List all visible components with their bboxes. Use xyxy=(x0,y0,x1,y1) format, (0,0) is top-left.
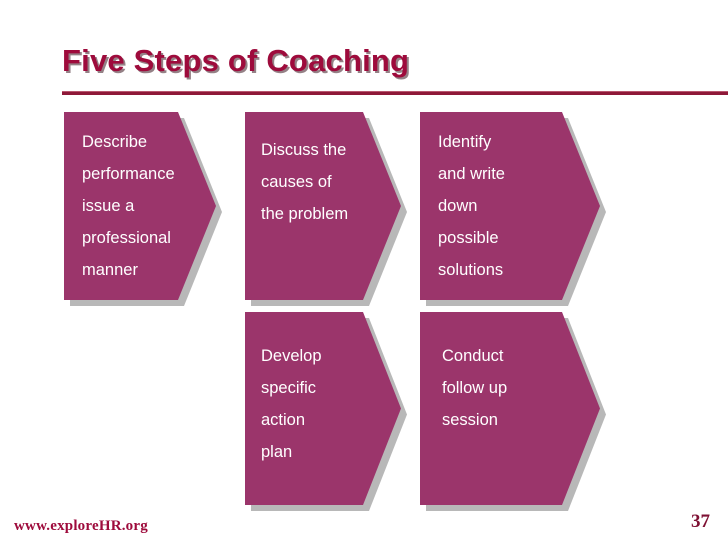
slide-page-number: 37 xyxy=(691,511,710,532)
step-4-line-2: specific xyxy=(261,379,317,397)
step-chevron-3[interactable]: Identify and write down possible solutio… xyxy=(420,112,600,300)
step-2-line-3: the problem xyxy=(261,205,349,223)
step-1-line-1: Describe xyxy=(82,133,148,151)
step-2-text: Discuss the causes of the problem xyxy=(245,112,401,300)
step-chevron-2[interactable]: Discuss the causes of the problem xyxy=(245,112,401,300)
step-3-line-2: and write xyxy=(438,165,505,183)
step-1-text: Describe performance issue a professiona… xyxy=(64,112,216,300)
step-5-text: Conduct follow up session xyxy=(420,312,600,505)
chevron-body xyxy=(420,312,600,505)
step-4-line-1: Develop xyxy=(261,347,322,365)
step-chevron-1[interactable]: Describe performance issue a professiona… xyxy=(64,112,216,300)
step-3-line-5: solutions xyxy=(438,261,504,279)
step-4-text: Develop specific action plan xyxy=(245,312,401,505)
step-3-text: Identify and write down possible solutio… xyxy=(420,112,600,300)
step-3-line-4: possible xyxy=(438,229,499,247)
step-3-line-3: down xyxy=(438,197,478,215)
step-1-line-4: professional xyxy=(82,229,171,247)
step-2-line-2: causes of xyxy=(261,173,332,191)
step-5-line-1: Conduct xyxy=(442,347,504,365)
step-5-line-2: follow up xyxy=(442,379,508,397)
step-4-line-3: action xyxy=(261,411,306,429)
chevron-body xyxy=(420,112,600,300)
step-1-line-2: performance xyxy=(82,165,175,183)
step-chevron-5[interactable]: Conduct follow up session xyxy=(420,312,600,505)
step-3-line-1: Identify xyxy=(438,133,492,151)
step-1-line-3: issue a xyxy=(82,197,135,215)
step-chevron-4[interactable]: Develop specific action plan xyxy=(245,312,401,505)
step-5-line-3: session xyxy=(442,411,498,429)
title-divider xyxy=(62,91,728,95)
chevron-body xyxy=(245,312,401,505)
step-4-line-4: plan xyxy=(261,443,293,461)
chevron-body xyxy=(245,112,401,300)
step-2-line-1: Discuss the xyxy=(261,141,347,159)
page-title: Five Steps of Coaching xyxy=(62,43,410,78)
step-1-line-5: manner xyxy=(82,261,138,279)
footer-website-url[interactable]: www.exploreHR.org xyxy=(14,518,148,534)
